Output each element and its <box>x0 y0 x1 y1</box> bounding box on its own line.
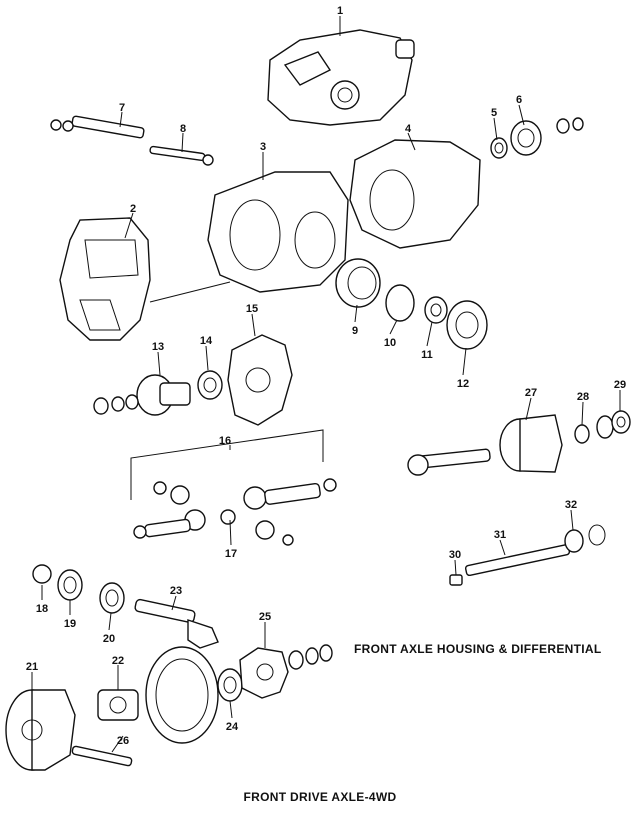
callout-25: 25 <box>259 611 271 623</box>
callout-2: 2 <box>130 203 136 215</box>
part-15-cover-plate <box>227 334 293 426</box>
callout-21: 21 <box>26 661 38 673</box>
part-31-axle-shaft <box>464 544 571 577</box>
part-1-housing-assembly <box>267 29 415 126</box>
part-20-bearing <box>99 582 125 614</box>
part-9-sleeve <box>335 258 381 308</box>
part-16-group-bracket <box>130 429 324 500</box>
part-ring-gear <box>145 646 219 744</box>
callout-labels: 1 2 3 4 5 6 7 8 9 10 11 12 13 14 15 16 1… <box>26 5 626 747</box>
part-26-bolt <box>71 745 133 767</box>
callout-14: 14 <box>200 335 213 347</box>
callout-24: 24 <box>226 721 239 733</box>
callout-27: 27 <box>525 387 537 399</box>
part-12-seal <box>446 300 488 350</box>
callout-leaders <box>31 16 621 753</box>
part-8-pin <box>149 145 214 166</box>
callout-28: 28 <box>577 391 589 403</box>
part-27-case <box>407 414 563 476</box>
part-30-plug <box>449 574 463 586</box>
callout-23: 23 <box>170 585 182 597</box>
callout-3: 3 <box>260 141 266 153</box>
callout-17-lead <box>229 519 232 546</box>
callout-17: 17 <box>225 548 237 560</box>
callout-6: 6 <box>516 94 522 106</box>
callout-11: 11 <box>421 349 433 361</box>
callout-20: 20 <box>103 633 115 645</box>
callout-12: 12 <box>457 378 469 390</box>
callout-30: 30 <box>449 549 461 561</box>
part-18-pinion <box>32 564 52 584</box>
part-13-flange <box>93 374 191 416</box>
part-7-shaft <box>50 115 145 139</box>
part-10-ring <box>385 284 415 322</box>
part-19-bearing <box>57 569 83 601</box>
diagram-title: FRONT DRIVE AXLE-4WD <box>243 790 397 804</box>
callout-5: 5 <box>491 107 497 119</box>
part-14-bearing <box>197 370 223 400</box>
part-21-carrier <box>5 689 76 771</box>
part-5-bearing <box>490 137 508 159</box>
part-11-bearing <box>424 296 448 324</box>
callout-9: 9 <box>352 325 358 337</box>
part-25-flange <box>239 644 333 699</box>
part-rod <box>149 281 231 303</box>
part-16-gear-set <box>133 478 337 546</box>
callout-31: 31 <box>494 529 506 541</box>
callout-7: 7 <box>119 102 125 114</box>
callout-8: 8 <box>180 123 186 135</box>
callout-13: 13 <box>152 341 164 353</box>
callout-4: 4 <box>405 123 412 135</box>
callout-1: 1 <box>337 5 343 17</box>
part-23-pinion-shaft <box>134 598 219 649</box>
callout-19: 19 <box>64 618 76 630</box>
part-28-washer <box>574 424 590 444</box>
part-32-bearing <box>564 524 606 553</box>
callout-15: 15 <box>246 303 258 315</box>
callout-26: 26 <box>117 735 129 747</box>
part-22-pinion-gear <box>97 689 139 721</box>
callout-29: 29 <box>614 379 626 391</box>
callout-16: 16 <box>219 435 231 447</box>
part-28-ring <box>596 415 614 439</box>
callout-22: 22 <box>112 655 124 667</box>
part-3-carrier-housing <box>207 171 349 293</box>
section-caption: FRONT AXLE HOUSING & DIFFERENTIAL <box>354 642 602 656</box>
part-29-bearing <box>611 410 631 434</box>
callout-32: 32 <box>565 499 577 511</box>
callout-10: 10 <box>384 337 396 349</box>
callout-18: 18 <box>36 603 48 615</box>
part-6-flange <box>510 117 584 156</box>
part-24-bearing <box>217 668 243 702</box>
part-2-housing-cover <box>59 217 151 341</box>
part-4-diff-housing <box>349 139 481 249</box>
